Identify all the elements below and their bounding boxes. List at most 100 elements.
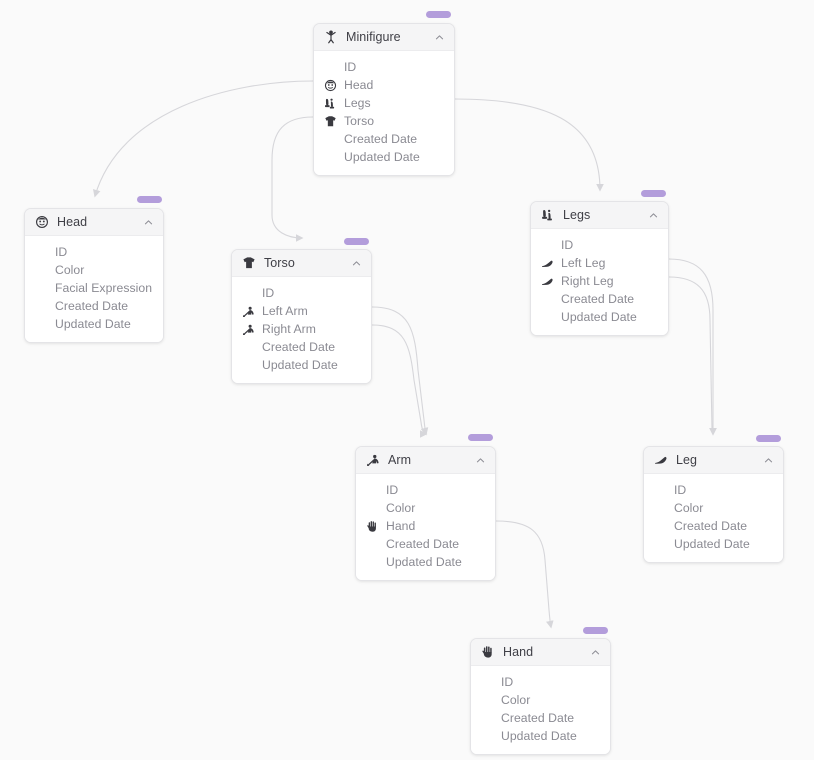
edge[interactable]: [271, 116, 314, 242]
field-label: Head: [344, 78, 374, 92]
field-row[interactable]: Updated Date: [232, 356, 371, 374]
field-row[interactable]: Created Date: [314, 130, 454, 148]
field-row[interactable]: Left Leg: [531, 254, 668, 272]
node-drag-handle[interactable]: [137, 196, 162, 203]
field-row[interactable]: Left Arm: [232, 302, 371, 320]
field-label: Created Date: [561, 292, 635, 306]
node-drag-handle[interactable]: [641, 190, 666, 197]
edge[interactable]: [668, 276, 717, 436]
field-row[interactable]: Color: [25, 261, 163, 279]
field-row[interactable]: Color: [471, 691, 610, 709]
field-row[interactable]: Created Date: [25, 297, 163, 315]
node-header-arm[interactable]: Arm: [356, 447, 495, 474]
field-row[interactable]: Color: [356, 499, 495, 517]
chevron-up-icon[interactable]: [762, 454, 774, 466]
field-label: Created Date: [55, 299, 129, 313]
field-row[interactable]: Created Date: [531, 290, 668, 308]
chevron-up-icon[interactable]: [474, 454, 486, 466]
edge[interactable]: [371, 324, 428, 438]
field-row[interactable]: Legs: [314, 94, 454, 112]
head-icon: [35, 215, 49, 229]
field-row[interactable]: Facial Expression: [25, 279, 163, 297]
field-label: Color: [55, 263, 85, 277]
field-row[interactable]: Created Date: [356, 535, 495, 553]
hand-icon: [366, 520, 379, 533]
node-drag-handle[interactable]: [426, 11, 451, 18]
node-drag-handle[interactable]: [756, 435, 781, 442]
field-row[interactable]: ID: [232, 284, 371, 302]
field-row[interactable]: ID: [314, 58, 454, 76]
field-row[interactable]: ID: [356, 481, 495, 499]
node-drag-handle[interactable]: [344, 238, 369, 245]
legs-icon: [541, 208, 555, 222]
chevron-up-icon[interactable]: [647, 209, 659, 221]
node-header-hand[interactable]: Hand: [471, 639, 610, 666]
hand-icon: [481, 645, 495, 659]
field-row[interactable]: ID: [471, 673, 610, 691]
arm-icon: [366, 453, 380, 467]
node-header-head[interactable]: Head: [25, 209, 163, 236]
node-header-legs[interactable]: Legs: [531, 202, 668, 229]
field-row[interactable]: Hand: [356, 517, 495, 535]
field-row[interactable]: Updated Date: [314, 148, 454, 166]
field-row[interactable]: ID: [531, 236, 668, 254]
field-row[interactable]: Updated Date: [644, 535, 783, 553]
field-row[interactable]: Created Date: [232, 338, 371, 356]
field-row[interactable]: Right Arm: [232, 320, 371, 338]
field-row[interactable]: Updated Date: [356, 553, 495, 571]
field-label: Color: [501, 693, 531, 707]
field-label: Updated Date: [344, 150, 420, 164]
legs-icon: [324, 97, 337, 110]
node-header-minifigure[interactable]: Minifigure: [314, 24, 454, 51]
node-drag-handle[interactable]: [468, 434, 493, 441]
node-title: Leg: [676, 453, 698, 467]
node-drag-handle[interactable]: [583, 627, 608, 634]
field-row[interactable]: Created Date: [471, 709, 610, 727]
field-row[interactable]: Right Leg: [531, 272, 668, 290]
chevron-up-icon[interactable]: [433, 31, 445, 43]
edge[interactable]: [371, 306, 429, 436]
edge[interactable]: [668, 258, 717, 436]
edge[interactable]: [93, 80, 314, 198]
edge[interactable]: [454, 98, 604, 192]
field-row[interactable]: Color: [644, 499, 783, 517]
node-title: Head: [57, 215, 88, 229]
field-row[interactable]: Updated Date: [471, 727, 610, 745]
field-row[interactable]: Updated Date: [531, 308, 668, 326]
node-header-leg[interactable]: Leg: [644, 447, 783, 474]
field-row[interactable]: Created Date: [644, 517, 783, 535]
torso-icon: [324, 115, 337, 128]
field-label: ID: [344, 60, 357, 74]
field-row[interactable]: Head: [314, 76, 454, 94]
field-label: Torso: [344, 114, 375, 128]
field-label: ID: [501, 675, 514, 689]
field-label: Facial Expression: [55, 281, 153, 295]
field-label: Legs: [344, 96, 371, 110]
field-row[interactable]: Updated Date: [25, 315, 163, 333]
chevron-up-icon[interactable]: [589, 646, 601, 658]
chevron-up-icon[interactable]: [142, 216, 154, 228]
leg-icon: [541, 257, 554, 270]
field-row[interactable]: Torso: [314, 112, 454, 130]
node-header-torso[interactable]: Torso: [232, 250, 371, 277]
arm-icon: [242, 323, 255, 336]
field-label: Created Date: [501, 711, 575, 725]
chevron-up-icon[interactable]: [350, 257, 362, 269]
field-row[interactable]: ID: [25, 243, 163, 261]
field-row[interactable]: ID: [644, 481, 783, 499]
edge[interactable]: [495, 520, 554, 629]
